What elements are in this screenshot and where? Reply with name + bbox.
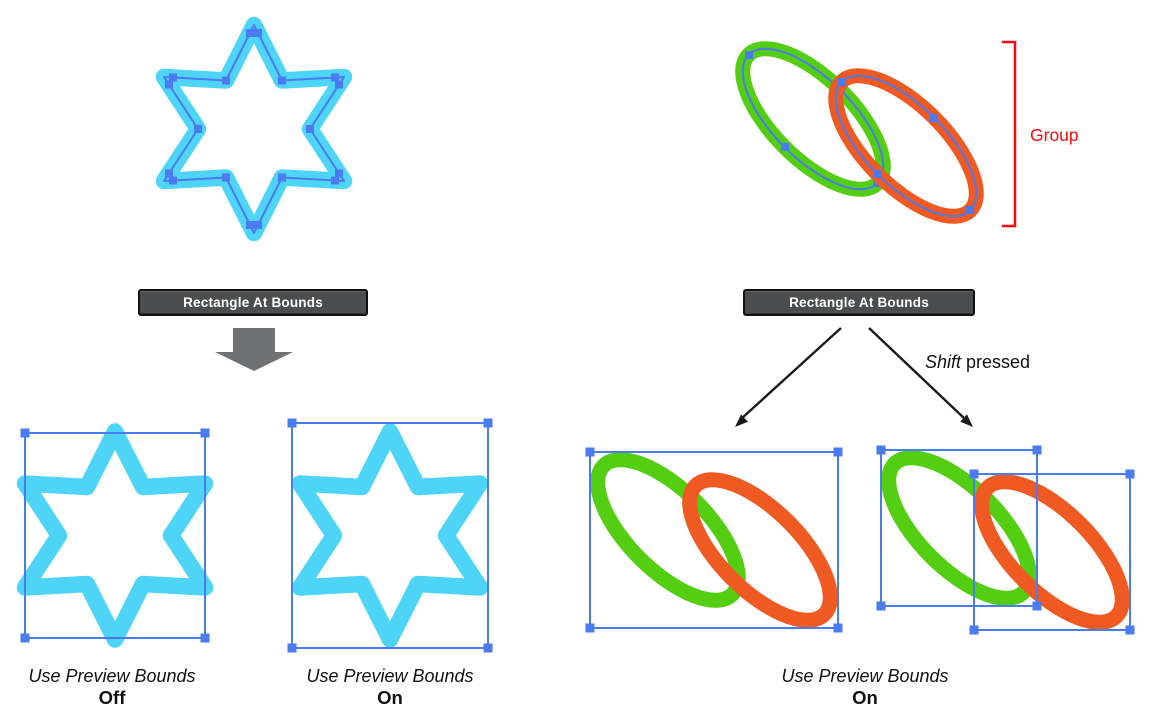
caption-preview-bounds-off: Use Preview Bounds Off [12,666,212,709]
caption-state: On [852,687,878,708]
shift-pressed-label: Shift pressed [925,352,1030,373]
bounding-box-handles [20,428,210,643]
caption-state: Off [98,687,126,708]
shift-key-label: Shift [925,352,962,372]
diagonal-arrow-left-head-icon [735,414,748,427]
star-shape [300,432,480,640]
caption-state: On [377,687,403,708]
orange-ellipse [682,472,838,628]
bounding-box [589,451,839,629]
bounding-box [291,422,489,649]
orange-ellipse [974,474,1130,630]
star-shape [25,432,205,640]
star-bounds-on-figure [287,418,493,653]
pressed-label: pressed [961,352,1031,372]
green-ellipse [590,452,746,608]
diagonal-arrow-right-icon [868,327,966,420]
rectangle-at-bounds-button[interactable]: Rectangle At Bounds [138,289,368,316]
caption-title: Use Preview Bounds [306,666,474,686]
group-shift-rects-figure [876,445,1135,635]
green-ellipse [881,450,1037,606]
group-label: Group [1030,125,1079,145]
caption-title: Use Preview Bounds [28,666,196,686]
down-block-arrow-icon [215,328,293,371]
star-shape [164,25,344,233]
group-bracket-icon [1002,40,1017,228]
bounding-box-green [880,449,1038,607]
star-selected-figure [164,25,344,233]
rectangle-at-bounds-button[interactable]: Rectangle At Bounds [743,289,975,316]
flow-arrows [735,327,973,427]
bounding-box-handles [287,418,493,653]
caption-title: Use Preview Bounds [781,666,949,686]
bounding-box [24,432,206,639]
group-single-rect-figure [585,447,843,633]
star-bounds-off-figure [21,429,210,643]
caption-preview-bounds-on-group: Use Preview Bounds On [765,666,965,709]
diagonal-arrow-right-head-icon [960,414,973,427]
group-selected-figure [735,40,1017,228]
caption-preview-bounds-on: Use Preview Bounds On [290,666,490,709]
diagonal-arrow-left-icon [740,327,842,420]
bounding-box-orange [973,473,1131,631]
